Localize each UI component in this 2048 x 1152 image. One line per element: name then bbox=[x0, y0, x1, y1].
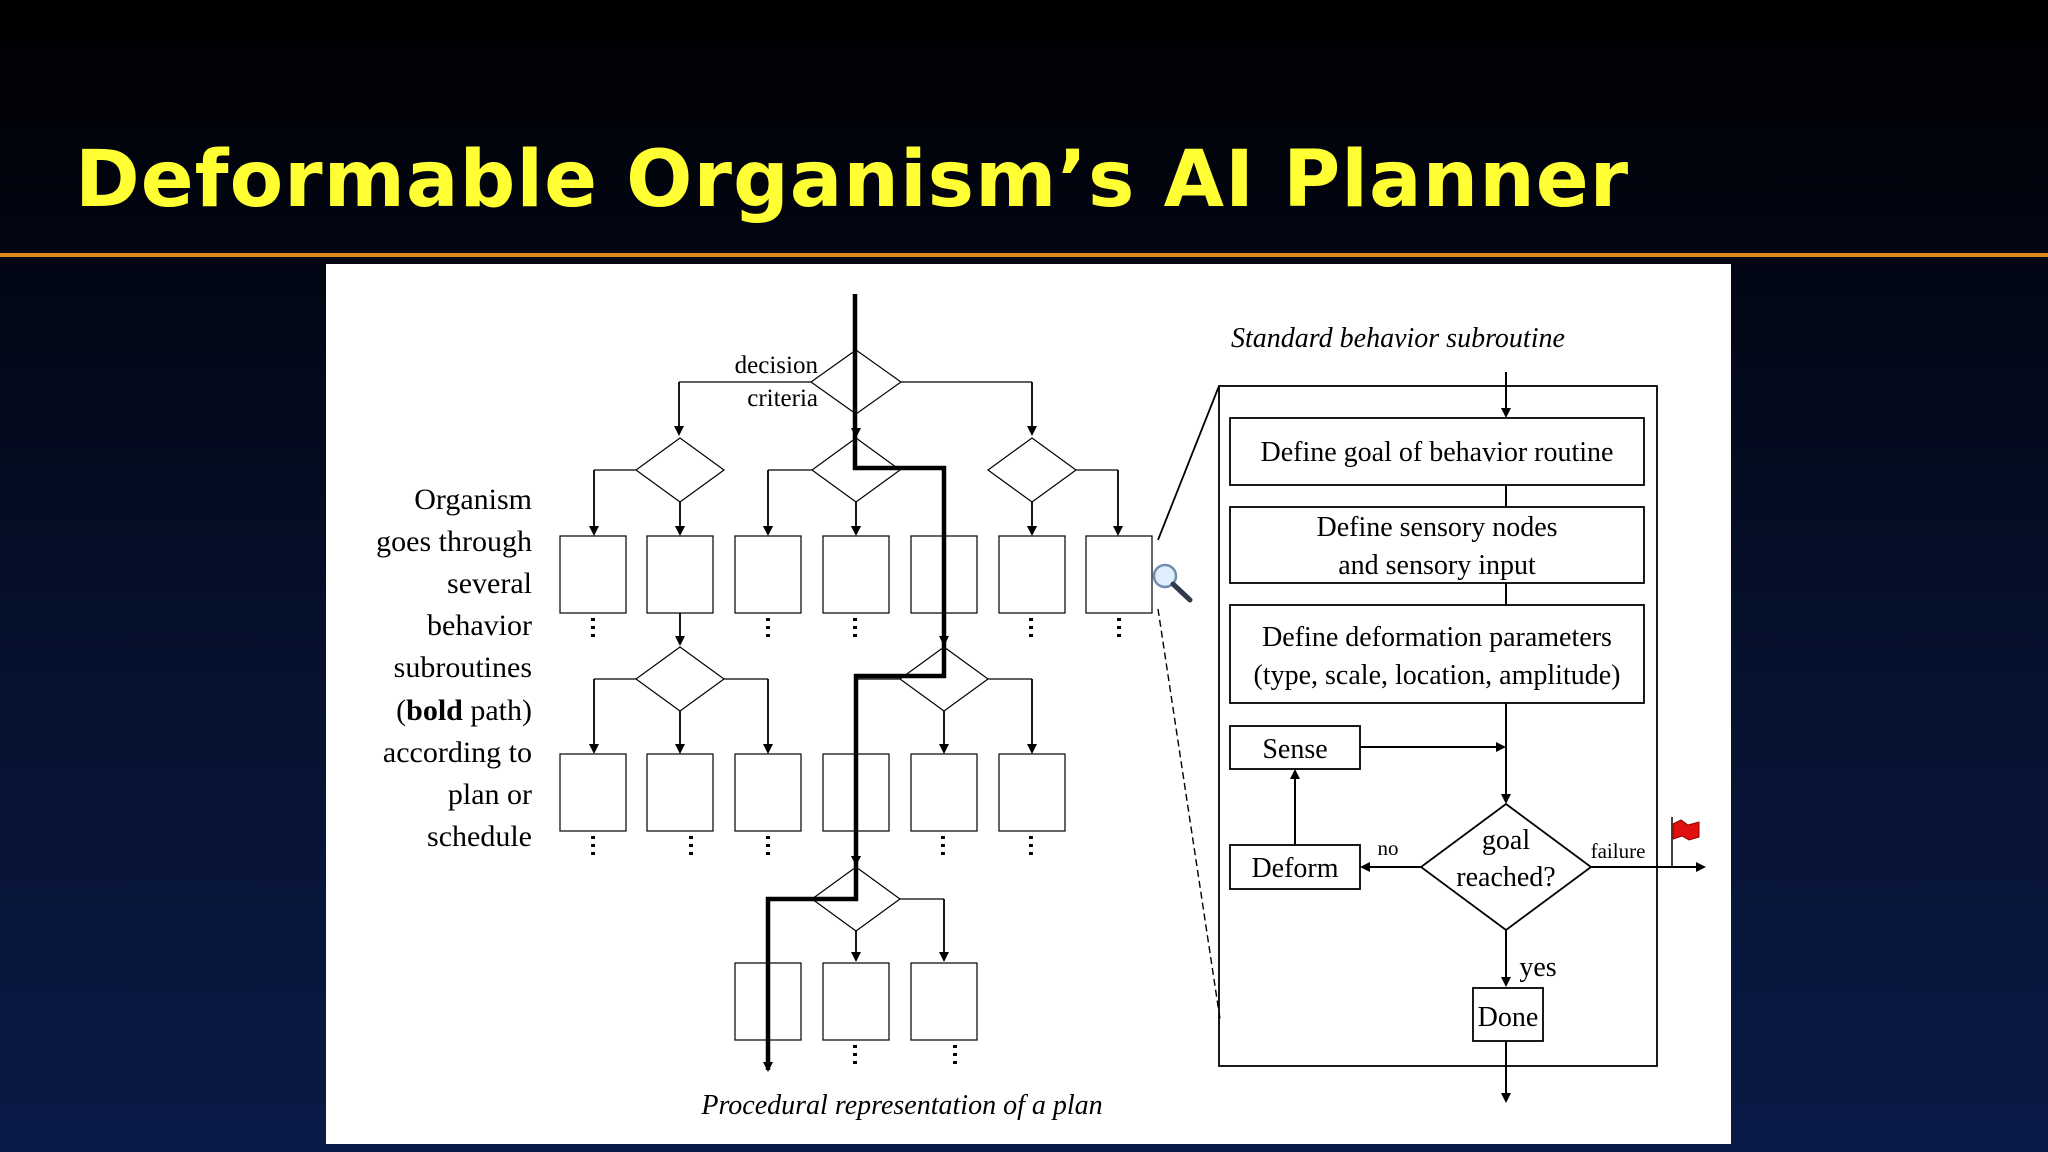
magnifier-icon bbox=[1152, 563, 1193, 603]
side-text-line: schedule bbox=[427, 820, 532, 853]
subroutine-box bbox=[998, 535, 1066, 614]
side-text-line: (bold path) bbox=[396, 694, 532, 727]
side-text-line: several bbox=[447, 567, 532, 600]
side-text-bold: bold bbox=[406, 694, 463, 727]
side-text-line: plan or bbox=[448, 778, 532, 811]
subroutine-box bbox=[559, 753, 627, 832]
define-sensory-label: and sensory input bbox=[1338, 550, 1536, 581]
zoom-connector bbox=[1157, 385, 1220, 541]
subroutine-caption: Standard behavior subroutine bbox=[1231, 323, 1565, 354]
slide-title: Deformable Organism’s AI Planner bbox=[75, 135, 1630, 225]
bold-path bbox=[763, 294, 947, 1072]
planner-diagram: decision criteria Organism goes through … bbox=[376, 294, 1706, 1121]
side-text-paren: ( bbox=[396, 694, 406, 727]
goal-label: reached? bbox=[1456, 862, 1555, 893]
subroutine-box bbox=[559, 535, 627, 614]
subroutine-box bbox=[822, 535, 890, 614]
failure-label: failure bbox=[1591, 839, 1646, 863]
side-description: Organism goes through several behavior s… bbox=[376, 483, 532, 853]
subroutine-box bbox=[646, 753, 714, 832]
subroutine-box bbox=[910, 962, 978, 1041]
continuation-dots bbox=[591, 618, 1121, 640]
subroutine-flow bbox=[1218, 372, 1706, 1103]
done-label: Done bbox=[1478, 1002, 1539, 1033]
side-text-rest: path) bbox=[463, 694, 532, 727]
plan-caption: Procedural representation of a plan bbox=[700, 1090, 1102, 1121]
yes-label: yes bbox=[1519, 952, 1556, 983]
side-text-line: Organism bbox=[414, 483, 532, 516]
side-text-line: subroutines bbox=[394, 651, 532, 684]
continuation-dots bbox=[853, 1045, 957, 1067]
side-text-line: behavior bbox=[427, 609, 532, 642]
define-goal-box bbox=[1229, 417, 1645, 486]
define-goal-label: Define goal of behavior routine bbox=[1261, 437, 1614, 468]
no-label: no bbox=[1378, 836, 1399, 860]
define-sensory-box bbox=[1229, 506, 1645, 584]
subroutine-box bbox=[734, 753, 802, 832]
done-box bbox=[1472, 987, 1544, 1042]
decision-diamond bbox=[634, 646, 726, 712]
continuation-dots bbox=[591, 836, 1033, 858]
deform-label: Deform bbox=[1251, 853, 1338, 884]
decision-diamond bbox=[986, 437, 1078, 503]
subroutine-box bbox=[646, 535, 714, 614]
subroutine-box bbox=[1085, 535, 1153, 614]
decision-label: decision bbox=[735, 352, 819, 379]
subroutine-frame bbox=[1218, 385, 1658, 1067]
plan-tree bbox=[559, 294, 1153, 1072]
define-sensory-label: Define sensory nodes bbox=[1316, 512, 1557, 543]
define-deformation-box bbox=[1229, 604, 1645, 704]
goal-label: goal bbox=[1482, 825, 1530, 856]
decision-diamond bbox=[634, 437, 726, 503]
define-deformation-label: Define deformation parameters bbox=[1262, 622, 1612, 653]
side-text-line: goes through bbox=[376, 525, 532, 558]
subroutine-box bbox=[998, 753, 1066, 832]
subroutine-box bbox=[910, 753, 978, 832]
define-deformation-label: (type, scale, location, amplitude) bbox=[1254, 660, 1621, 691]
decision-label: criteria bbox=[747, 385, 818, 412]
sense-box bbox=[1229, 725, 1361, 770]
zoom-connector bbox=[1157, 608, 1221, 1020]
subroutine-box bbox=[734, 535, 802, 614]
title-divider bbox=[0, 253, 2048, 257]
planner-figure: decision criteria Organism goes through … bbox=[326, 264, 1731, 1144]
side-text-line: according to bbox=[383, 736, 532, 769]
sense-label: Sense bbox=[1262, 734, 1327, 765]
deform-box bbox=[1229, 844, 1361, 890]
subroutine-box bbox=[822, 962, 890, 1041]
red-flag-icon bbox=[1671, 817, 1700, 866]
